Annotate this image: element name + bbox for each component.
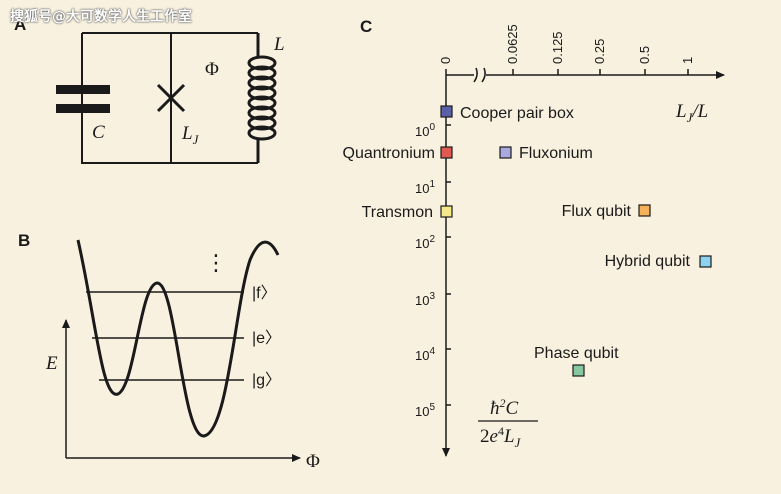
left-axis-ticks: 100 101 102 103 104 105 [415, 122, 451, 419]
left-tick-label: 102 [415, 234, 435, 251]
qubit-label: Fluxonium [519, 145, 593, 162]
svg-text:2e4LJ: 2e4LJ [480, 424, 522, 450]
qubit-label: Cooper pair box [460, 105, 574, 122]
svg-text:ħ2C: ħ2C [490, 396, 519, 419]
continuation-dots: ⋮ [205, 251, 227, 276]
watermark: 搜狐号@大可数学人生工作室 [10, 9, 192, 25]
capacitor-label: C [92, 122, 105, 143]
potential-curve [76, 239, 280, 438]
capacitor-icon [56, 85, 110, 113]
flux-axis-label: Φ [306, 451, 320, 472]
qubit-marker [638, 204, 651, 217]
qubit-fluxonium: Fluxonium [499, 145, 593, 162]
qubit-marker [440, 105, 453, 118]
top-tick-label: 0.25 [592, 39, 607, 64]
left-tick-label: 101 [415, 179, 435, 196]
panel-b: B E Φ |f〉 |e〉 |g〉 ⋮ [18, 231, 320, 472]
level-e-label: |e〉 [252, 330, 281, 347]
top-axis-label: LJ/L [675, 101, 708, 125]
top-tick-label: 0.0625 [505, 24, 520, 64]
qubit-flux-qubit: Flux qubit [562, 203, 651, 220]
qubit-label: Transmon [362, 204, 433, 221]
left-axis-label: ħ2C 2e4LJ [478, 396, 538, 450]
qubit-cooper-pair-box: Cooper pair box [440, 105, 574, 122]
qubit-marker [499, 146, 512, 159]
top-tick-label: 1 [680, 57, 695, 64]
qubit-marker [699, 255, 712, 268]
qubit-label: Quantronium [343, 145, 436, 162]
left-tick-label: 105 [415, 402, 435, 419]
qubit-phase-qubit: Phase qubit [534, 345, 619, 377]
flux-label: Φ [205, 59, 219, 80]
panel-c-letter: C [360, 17, 372, 36]
qubit-label: Flux qubit [562, 203, 632, 220]
qubit-transmon: Transmon [362, 204, 453, 221]
top-axis-ticks: 0 0.0625 0.125 0.25 0.5 1 [438, 24, 695, 75]
inductor-label: L [273, 34, 285, 55]
top-tick-label: 0.125 [550, 31, 565, 64]
panel-a-letter: A [14, 15, 26, 34]
left-tick-label: 100 [415, 122, 435, 139]
panel-b-letter: B [18, 231, 30, 250]
energy-axis-label: E [45, 353, 58, 374]
qubit-marker [440, 146, 453, 159]
qubit-label: Hybrid qubit [605, 253, 691, 270]
top-tick-label: 0.5 [637, 46, 652, 64]
level-f-label: |f〉 [252, 285, 277, 302]
inductor-icon [247, 33, 277, 163]
qubit-hybrid-qubit: Hybrid qubit [605, 253, 712, 270]
qubit-marker [440, 205, 453, 218]
left-tick-label: 104 [415, 346, 435, 363]
panel-a: A C LJ Φ L [14, 15, 285, 164]
level-g-label: |g〉 [252, 372, 281, 389]
top-tick-label: 0 [438, 57, 453, 64]
qubit-marker [572, 364, 585, 377]
qubit-label: Phase qubit [534, 345, 619, 362]
left-tick-label: 103 [415, 291, 435, 308]
axis-break-icon [473, 67, 486, 83]
josephson-junction-icon [156, 83, 186, 113]
qubit-quantronium: Quantronium [343, 145, 453, 162]
junction-label: LJ [181, 123, 200, 147]
